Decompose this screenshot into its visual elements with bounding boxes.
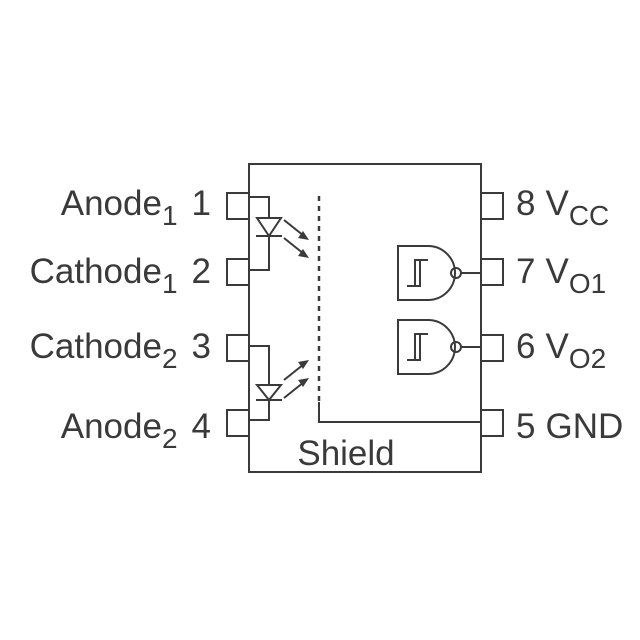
pin-6-stub [480, 334, 504, 362]
pin-1-name: Anode [61, 184, 162, 223]
pin-4-number: 4 [192, 407, 211, 446]
led-1 [249, 196, 283, 271]
pin-2-stub [226, 258, 250, 286]
pin-8-number: 8 [516, 184, 535, 223]
pin-4-subscript: 2 [162, 423, 178, 454]
schmitt-nand-gate-2 [397, 319, 481, 375]
schmitt-nand-gate-1 [397, 245, 481, 301]
pin-3-subscript: 2 [162, 343, 178, 374]
left-pin-stubs [226, 192, 250, 437]
shield-label: Shield [297, 434, 394, 473]
pin-7-subscript: O1 [569, 268, 606, 299]
led-2 [249, 345, 284, 421]
package-body [248, 163, 482, 473]
pin-2-subscript: 1 [162, 268, 178, 299]
pin-6-name: V [545, 327, 569, 366]
pin-1-subscript: 1 [162, 200, 178, 231]
pin-3-name: Cathode [30, 327, 162, 366]
pin-3-number: 3 [192, 327, 211, 366]
pin-7-stub [480, 258, 504, 286]
pin-7-name: V [545, 252, 569, 291]
pin-1-number: 1 [192, 184, 211, 223]
pin-5-name: GND [545, 407, 623, 446]
shield-ground-line [318, 402, 481, 423]
pin-3-stub [226, 334, 250, 362]
pin-5-label: 5 GND [516, 407, 623, 446]
pin-7-number: 7 [516, 252, 535, 291]
right-pin-stubs [480, 192, 504, 437]
pin-5-number: 5 [516, 407, 535, 446]
pin-4-stub [226, 409, 250, 437]
pin-1-stub [226, 192, 250, 220]
pin-6-number: 6 [516, 327, 535, 366]
pin-5-stub [480, 409, 504, 437]
pin-4-name: Anode [61, 407, 162, 446]
pin-2-name: Cathode [30, 252, 162, 291]
pin-8-stub [480, 192, 504, 220]
light-emission-arrows-1 [283, 219, 309, 258]
pin-2-number: 2 [192, 252, 211, 291]
pin-8-name: V [545, 184, 569, 223]
pin-6-subscript: O2 [569, 343, 606, 374]
pin-8-subscript: CC [569, 200, 609, 231]
light-emission-arrows-2 [283, 360, 309, 399]
